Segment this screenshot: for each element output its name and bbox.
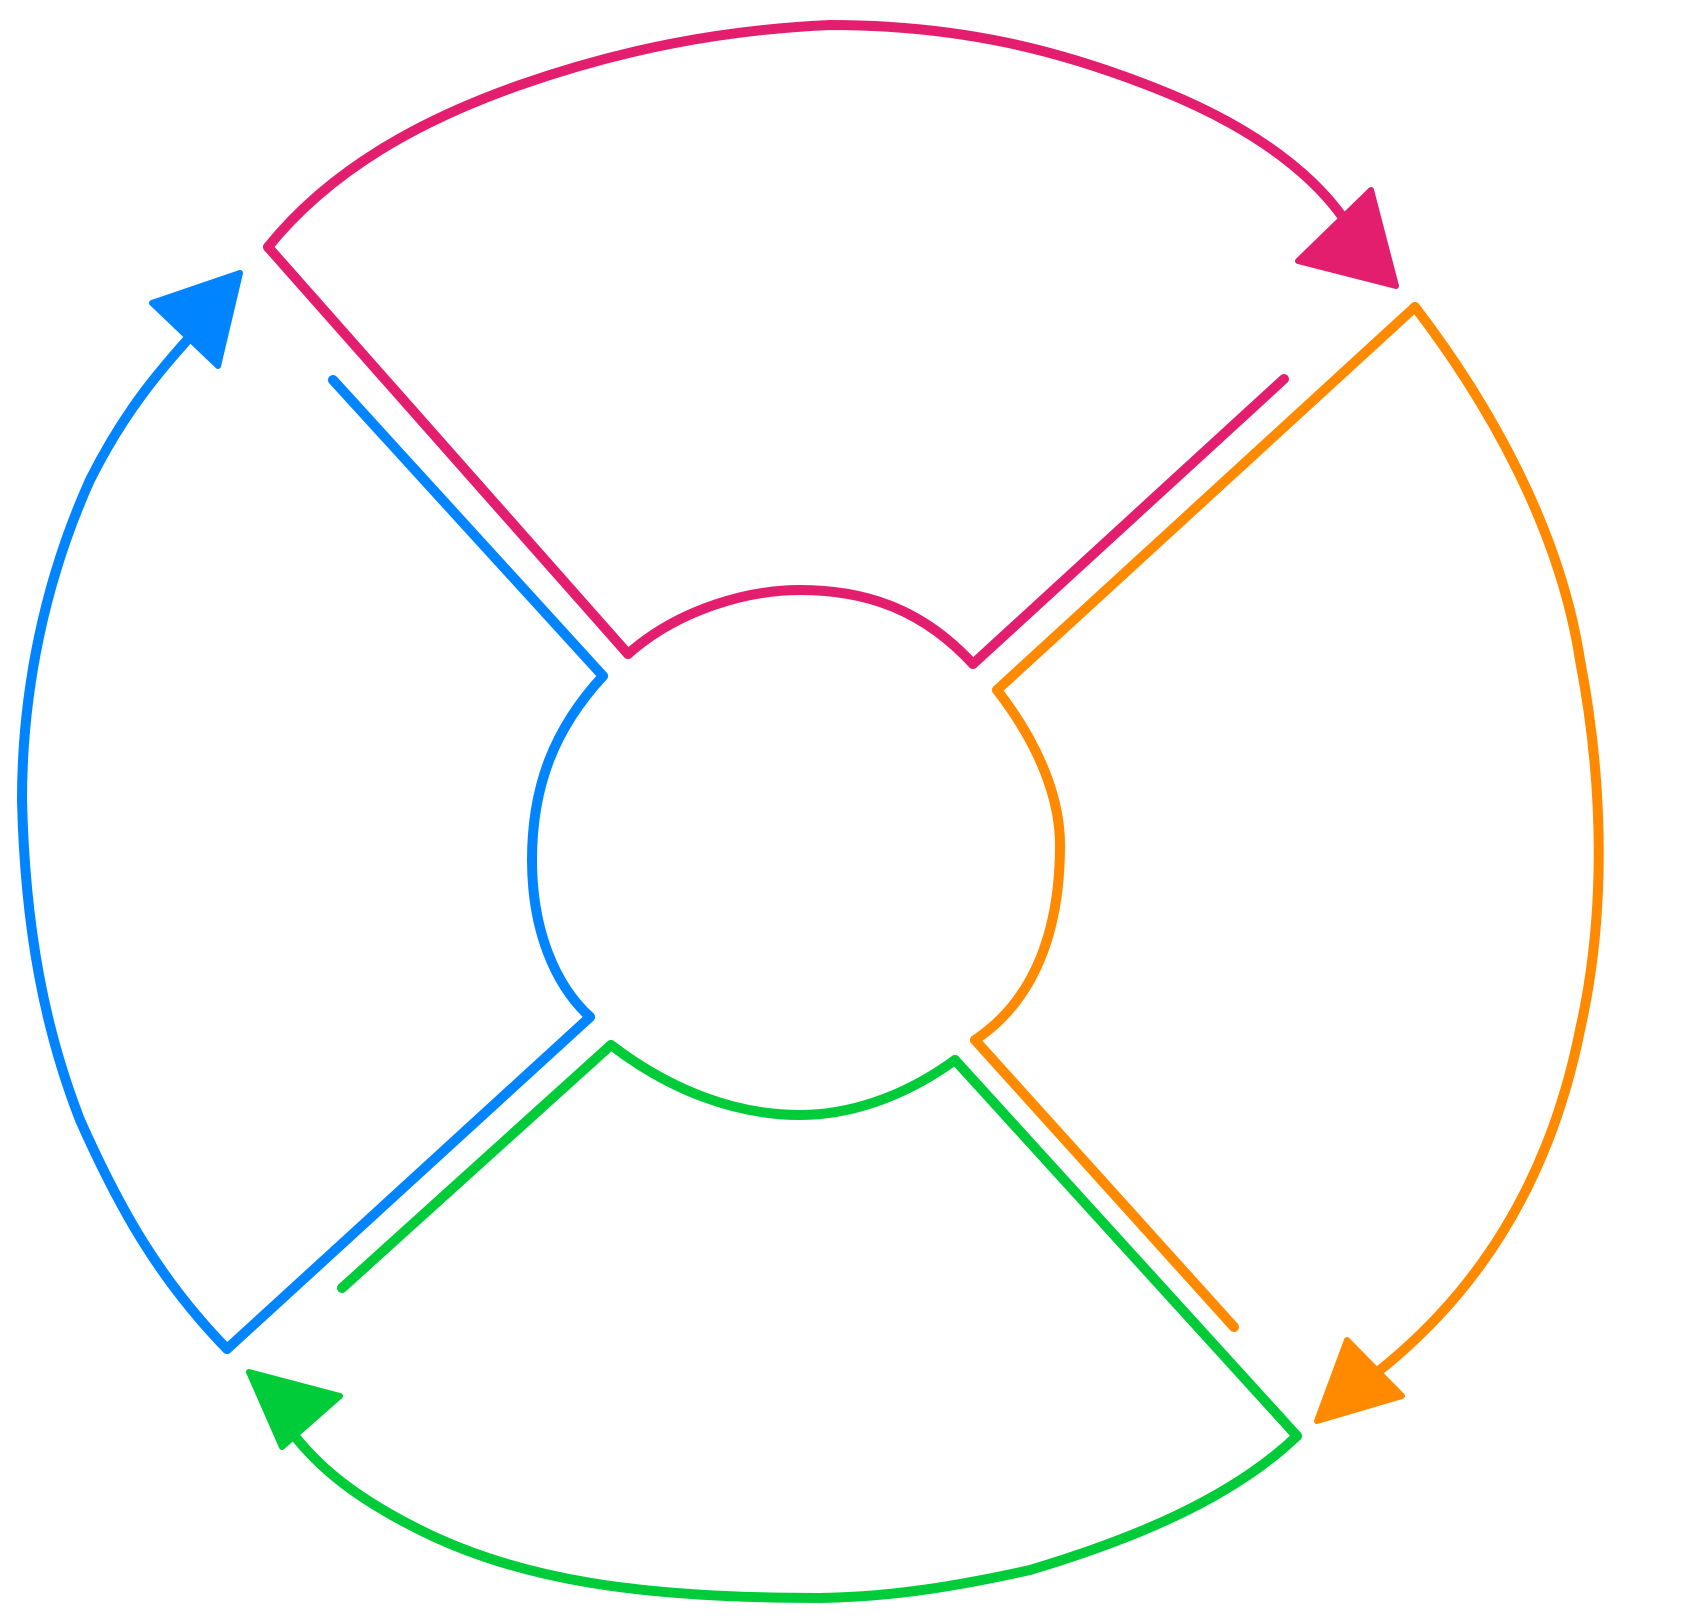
- segment-right-inner-arc: [970, 685, 1065, 1045]
- segment-right-top-spoke: [992, 302, 1420, 695]
- segment-left-inner-arc: [527, 671, 608, 1022]
- segment-top-left-spoke: [263, 242, 633, 659]
- segment-left-bottom-spoke: [222, 1012, 595, 1354]
- segment-left-arrowhead: [149, 270, 243, 369]
- segment-top-arrowhead: [1295, 187, 1399, 289]
- segment-right-outer-arc-arrow: [1375, 302, 1604, 1375]
- segment-bottom-left-spoke: [337, 1040, 616, 1293]
- segment-top: [263, 20, 1399, 669]
- segment-top-outer-arc-arrow: [263, 20, 1355, 252]
- segment-left: [17, 270, 608, 1354]
- segment-bottom-inner-arc: [606, 1040, 960, 1120]
- segment-right-arrowhead: [1314, 1337, 1405, 1424]
- segment-top-inner-arc: [623, 585, 978, 669]
- segment-bottom-arrowhead: [246, 1369, 343, 1450]
- segment-bottom: [246, 1040, 1302, 1603]
- segment-top-right-spoke: [968, 374, 1289, 669]
- segment-right-bottom-spoke: [970, 1035, 1239, 1332]
- segment-bottom-outer-arc-arrow: [285, 1425, 1302, 1603]
- segment-left-outer-arc-arrow: [17, 315, 232, 1354]
- segment-bottom-right-spoke: [950, 1055, 1302, 1441]
- segment-right: [970, 302, 1604, 1424]
- segment-left-inner-spoke-top: [328, 375, 608, 681]
